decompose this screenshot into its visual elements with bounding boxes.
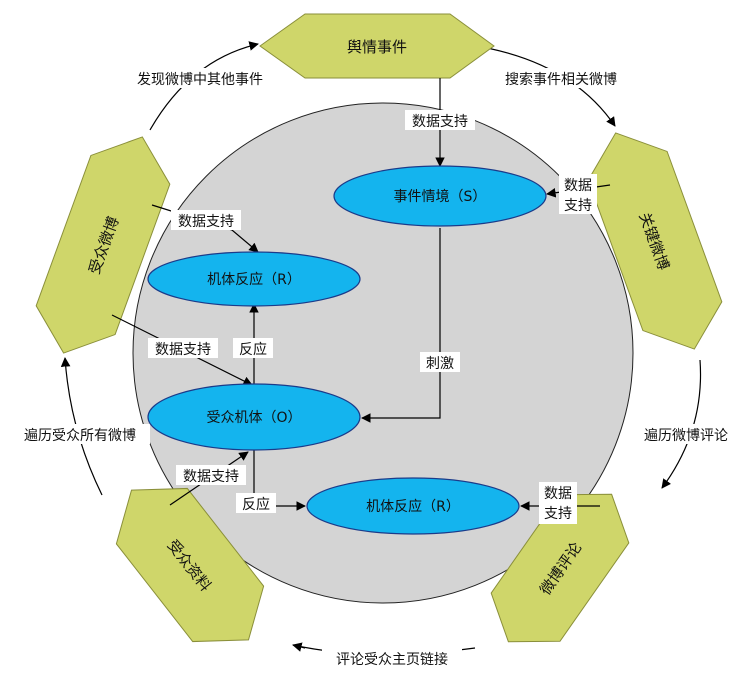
ellipse-reaction-top-label: 机体反应（R） <box>207 271 301 288</box>
ellipse-situation: 事件情境（S） <box>333 165 547 227</box>
label-data-support-bottom-1: 数据 <box>544 486 572 502</box>
ellipse-situation-label: 事件情境（S） <box>394 189 487 205</box>
label-data-support-left-mid: 数据支持 <box>155 342 211 358</box>
label-traverse-weibo-comments: 遍历微博评论 <box>644 427 728 444</box>
hexagon-bottom-left: 受众资料 <box>115 487 265 643</box>
outer-labels: 发现微博中其他事件 搜索事件相关微博 遍历微博评论 评论受众主页链接 遍历受众所… <box>10 68 740 668</box>
arrow-to-bottom-hexagon-head <box>292 642 306 652</box>
hexagon-left: 受众微博 <box>35 136 171 354</box>
hexagon-top: 舆情事件 <box>259 13 495 79</box>
label-data-support-top: 数据支持 <box>412 114 468 130</box>
label-search-related-weibo: 搜索事件相关微博 <box>505 71 617 88</box>
label-data-support-bottom-2: 支持 <box>544 506 572 522</box>
ellipse-reaction-bottom: 机体反应（R） <box>306 477 520 535</box>
label-traverse-audience-weibo: 遍历受众所有微博 <box>24 427 136 444</box>
inner-labels: 数据支持 数据 支持 数据支持 数据支持 反应 刺激 数据支持 反应 数据 支持 <box>148 110 597 524</box>
label-discover-other-events: 发现微博中其他事件 <box>137 71 263 88</box>
ellipse-reaction-top: 机体反应（R） <box>147 251 361 307</box>
ellipse-reaction-bottom-label: 机体反应（R） <box>366 498 460 515</box>
label-data-support-right-2: 支持 <box>564 198 592 214</box>
label-data-support-right-1: 数据 <box>564 178 592 194</box>
label-reaction-right: 反应 <box>242 496 270 513</box>
label-data-support-left-top: 数据支持 <box>178 214 234 230</box>
label-stimulus: 刺激 <box>426 355 454 372</box>
inner-circle <box>132 102 634 604</box>
label-data-support-left-bottom: 数据支持 <box>183 469 239 485</box>
arrow-stimulus <box>361 228 441 423</box>
hexagon-top-label: 舆情事件 <box>347 38 407 56</box>
label-commenter-homepage-link: 评论受众主页链接 <box>336 651 448 668</box>
ellipse-organism-label: 受众机体（O） <box>206 410 301 426</box>
hexagon-bottom-right: 微博评论 <box>490 493 630 643</box>
ellipse-organism: 受众机体（O） <box>147 383 361 451</box>
label-reaction-up: 反应 <box>239 341 267 358</box>
